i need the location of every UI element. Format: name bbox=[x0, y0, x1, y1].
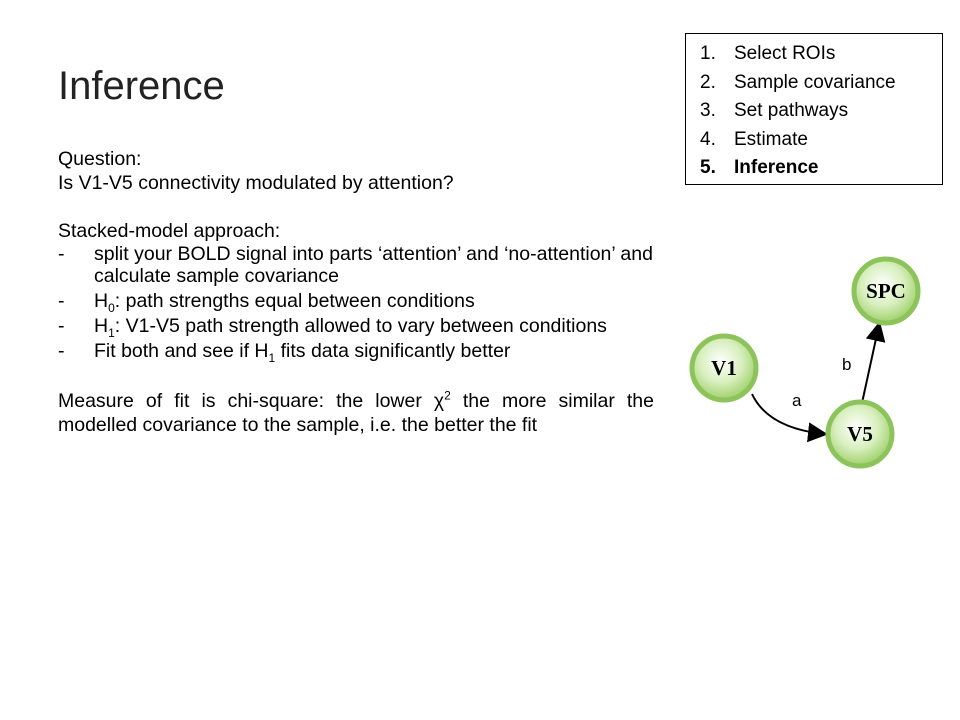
node-label: SPC bbox=[866, 279, 906, 303]
edge-label-b: b bbox=[842, 355, 851, 374]
approach-label: Stacked-model approach: bbox=[58, 220, 281, 242]
bullet-text: split your BOLD signal into parts ‘atten… bbox=[94, 243, 653, 287]
subscript: 0 bbox=[108, 300, 115, 315]
bullet-item: -split your BOLD signal into parts ‘atte… bbox=[58, 243, 653, 287]
step-item: 4. Estimate bbox=[700, 126, 932, 155]
step-number: 2. bbox=[700, 71, 716, 93]
fit-paragraph: Measure of fit is chi-square: the lower … bbox=[58, 389, 654, 437]
step-label: Select ROIs bbox=[734, 43, 836, 64]
step-label: Sample covariance bbox=[734, 71, 896, 93]
edge-label-a: a bbox=[792, 391, 802, 410]
edge-b bbox=[861, 321, 886, 404]
step-label: Inference bbox=[734, 157, 819, 179]
fit-text: the more similar the modelled covariance… bbox=[58, 390, 654, 436]
bullet-text: : path strengths equal between condition… bbox=[114, 290, 475, 312]
slide-body: Question: Is V1-V5 connectivity modulate… bbox=[58, 147, 654, 437]
step-label: Set pathways bbox=[734, 100, 849, 122]
bullet-item: -H0: path strengths equal between condit… bbox=[58, 290, 475, 315]
bullet-text: Fit both and see if H bbox=[94, 340, 269, 362]
hypothesis-symbol: H bbox=[94, 290, 109, 312]
hypothesis-symbol: H bbox=[94, 315, 109, 337]
bullet-text: fits data significantly better bbox=[275, 340, 511, 362]
edge-a bbox=[751, 393, 828, 443]
steps-box: 1. Select ROIs 2. Sample covariance 3. Set … bbox=[685, 33, 943, 185]
question-text: Is V1-V5 connectivity modulated by atten… bbox=[58, 172, 454, 194]
fit-text: Measure of fit is chi-square: the lower … bbox=[58, 390, 445, 412]
bullet-item: -H1: V1-V5 path strength allowed to vary… bbox=[58, 315, 607, 340]
slide-title: Inference bbox=[58, 64, 225, 108]
bullet-text: : V1-V5 path strength allowed to vary be… bbox=[114, 315, 607, 337]
path-diagram: V1 V5 SPC a b bbox=[689, 256, 921, 469]
node-v5: V5 bbox=[825, 399, 895, 469]
question-label: Question: bbox=[58, 148, 142, 170]
node-label: V1 bbox=[711, 356, 737, 380]
step-number: 3. bbox=[700, 100, 716, 122]
step-item: 3. Set pathways bbox=[700, 97, 932, 126]
step-number: 5. bbox=[700, 157, 716, 179]
steps-list: 1. Select ROIs 2. Sample covariance 3. Set … bbox=[700, 40, 932, 183]
superscript: 2 bbox=[444, 388, 451, 403]
step-label: Estimate bbox=[734, 128, 808, 150]
step-number: 4. bbox=[700, 128, 716, 150]
step-item: 2. Sample covariance bbox=[700, 69, 932, 98]
step-item-active: 5. Inference bbox=[700, 154, 932, 183]
subscript: 1 bbox=[268, 350, 276, 365]
step-item: 1. Select ROIs bbox=[700, 40, 932, 69]
node-spc: SPC bbox=[851, 256, 921, 326]
node-v1: V1 bbox=[689, 333, 759, 403]
subscript: 1 bbox=[108, 325, 115, 340]
node-label: V5 bbox=[847, 422, 873, 446]
bullet-item: -Fit both and see if H1 fits data signif… bbox=[58, 340, 511, 365]
step-number: 1. bbox=[700, 43, 716, 64]
approach-bullets: -split your BOLD signal into parts ‘atte… bbox=[58, 243, 654, 365]
